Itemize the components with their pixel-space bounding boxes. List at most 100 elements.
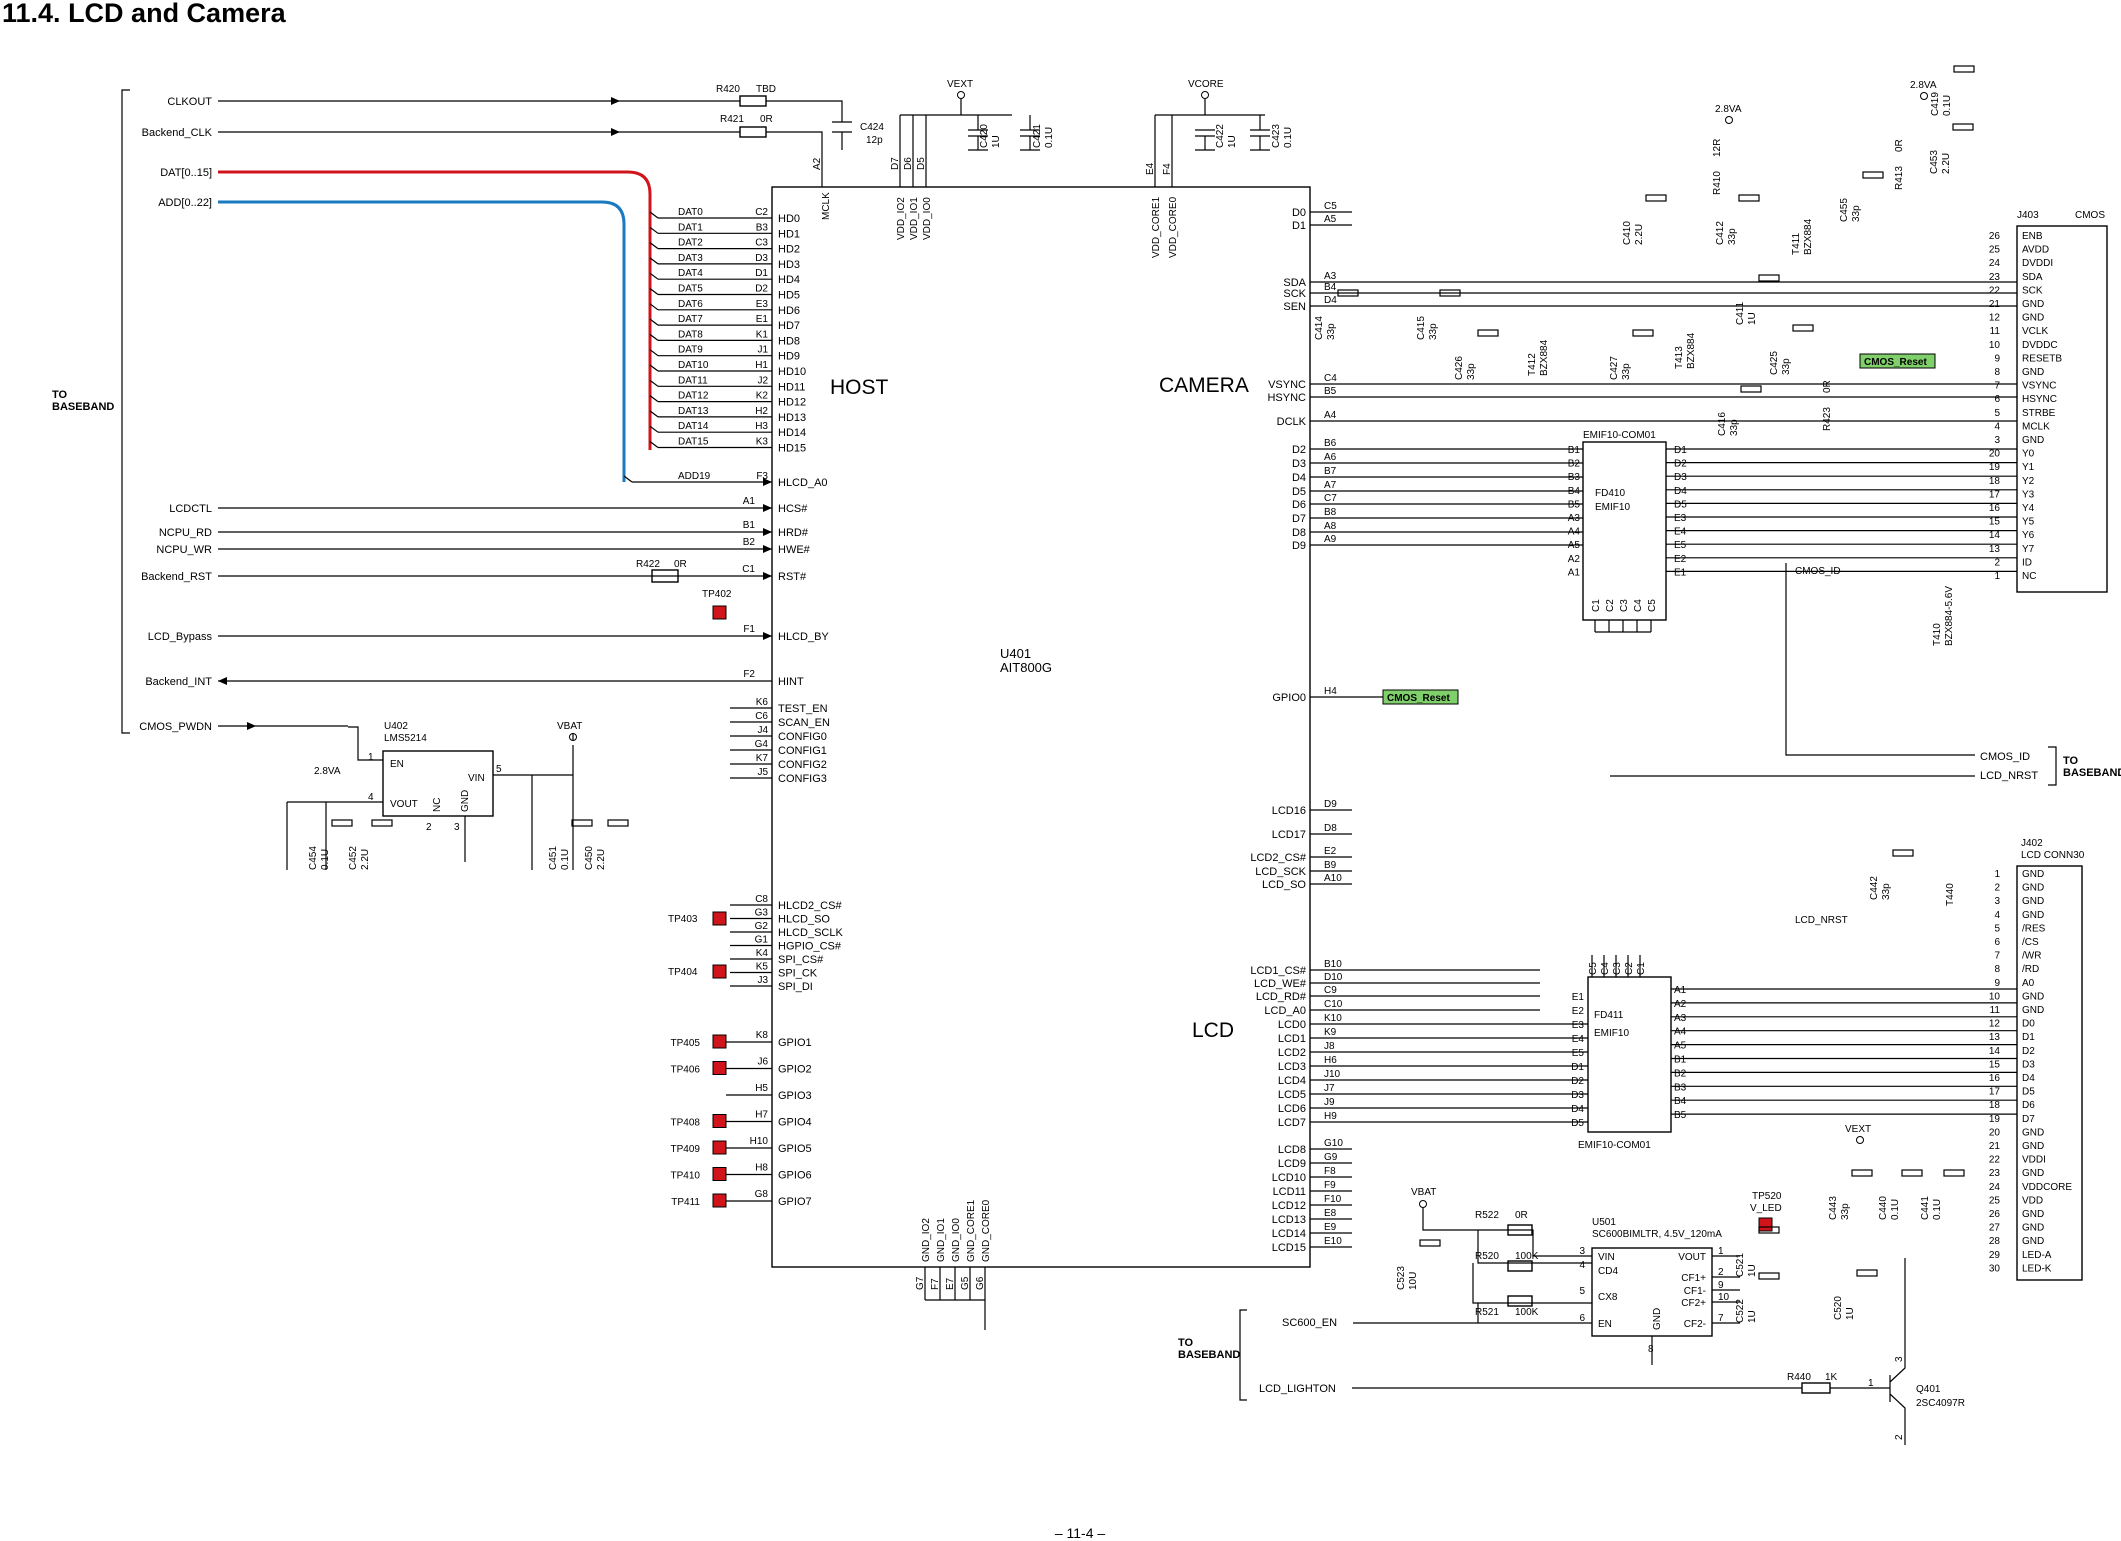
tp402-testpoint[interactable] xyxy=(712,605,727,620)
c427-ref: C427 xyxy=(1609,356,1620,380)
t413-ref: T413 xyxy=(1674,346,1685,369)
net-add19: ADD19 xyxy=(678,471,711,482)
ball-F3: F3 xyxy=(756,471,768,482)
fd410-r-D4: D4 xyxy=(1674,486,1687,497)
c522-ref: C522 xyxy=(1735,1299,1746,1323)
net-dat5: DAT5 xyxy=(678,284,703,295)
svg-text:NC: NC xyxy=(432,798,443,812)
j403-name-gnd: GND xyxy=(2022,313,2044,324)
ball-C2: C2 xyxy=(755,207,768,218)
pin-cam-d4: D4 xyxy=(1292,472,1306,484)
tp411-testpoint[interactable] xyxy=(712,1193,727,1208)
pin-hd1: HD1 xyxy=(778,228,800,240)
svg-text:FD411: FD411 xyxy=(1594,1010,1624,1021)
fd410-l-B2: B2 xyxy=(1568,459,1581,470)
j402-pin-4: 4 xyxy=(1994,910,2000,921)
ball-F10: F10 xyxy=(1324,1194,1342,1205)
r421-resistor: R421 0R xyxy=(720,114,773,138)
ball-D5: D5 xyxy=(916,157,927,170)
pin-lcd5: LCD5 xyxy=(1278,1089,1306,1101)
u501-pin-10: 10 xyxy=(1718,1292,1730,1303)
j402-name-gnd: GND xyxy=(2022,1168,2044,1179)
net-dat3: DAT3 xyxy=(678,253,703,264)
top-power-pins: A2MCLKD7VDD_IO2D6VDD_IO1D5VDD_IO0E4VDD_C… xyxy=(812,157,1179,258)
tp410-testpoint[interactable] xyxy=(712,1167,727,1181)
pin-gpio2: GPIO2 xyxy=(778,1064,812,1076)
fd410-r-E1: E1 xyxy=(1674,567,1687,578)
cmos-reset-tag-connector xyxy=(1859,353,1936,369)
power-node-2v8 xyxy=(1920,92,1928,100)
tp408-label: TP408 xyxy=(671,1118,701,1129)
tp520-testpoint[interactable] xyxy=(1758,1217,1773,1232)
tp404-testpoint[interactable] xyxy=(712,964,727,979)
fd410-l-B3: B3 xyxy=(1568,472,1581,483)
svg-text:EMIF10-COM01: EMIF10-COM01 xyxy=(1578,1140,1651,1151)
fd411-t-C2: C2 xyxy=(1624,962,1635,975)
c427-symbol xyxy=(1632,329,1654,337)
j402-name-d2: D2 xyxy=(2022,1046,2035,1057)
c451-ref: C451 xyxy=(548,846,559,870)
fd410-r-D5: D5 xyxy=(1674,499,1687,510)
pin-lcd15: LCD15 xyxy=(1272,1242,1306,1254)
j402-name--wr: /WR xyxy=(2022,951,2041,962)
t440-ref: T440 xyxy=(1945,883,1956,906)
j402-name-gnd: GND xyxy=(2022,896,2044,907)
pin-cam-dclk: DCLK xyxy=(1277,416,1307,428)
j403-name-strbe: STRBE xyxy=(2022,408,2056,419)
ball-C8: C8 xyxy=(755,894,768,905)
ball-B1: B1 xyxy=(743,520,756,531)
net-add-0-22-: ADD[0..22] xyxy=(158,197,212,209)
power-node-2v8 xyxy=(1725,116,1733,124)
u501-cf2-: CF2- xyxy=(1684,1319,1706,1330)
pin-lcd-a0: LCD_A0 xyxy=(1264,1005,1306,1017)
pin-gnd-core0: GND_CORE0 xyxy=(981,1199,992,1262)
pin-hd3: HD3 xyxy=(778,259,800,271)
r422-ref: R422 xyxy=(636,559,660,570)
net-dat15: DAT15 xyxy=(678,437,709,448)
tp403-testpoint[interactable] xyxy=(712,911,727,926)
c419-val: 0.1U xyxy=(1942,95,1953,116)
pin-lcd-sck: LCD_SCK xyxy=(1255,866,1306,878)
net-dat4: DAT4 xyxy=(678,268,703,279)
pin-cam-d5: D5 xyxy=(1292,486,1306,498)
ball-H5: H5 xyxy=(755,1083,768,1094)
page-title: 11.4. LCD and Camera xyxy=(2,0,287,28)
pin-rst-: RST# xyxy=(778,571,807,583)
u501-cx8: CX8 xyxy=(1598,1292,1618,1303)
c521-val: 1U xyxy=(1747,1264,1758,1277)
ball-H8: H8 xyxy=(755,1163,768,1174)
ball-E2: E2 xyxy=(1324,846,1337,857)
pin-lcd6: LCD6 xyxy=(1278,1103,1306,1115)
u501-led-driver: U501 SC600BIMLTR, 4.5V_120mA VIN3CD44CX8… xyxy=(1353,1187,1740,1365)
svg-text:EN: EN xyxy=(390,759,404,770)
tp406-testpoint[interactable] xyxy=(712,1061,727,1075)
net-dat10: DAT10 xyxy=(678,360,709,371)
pin-hd7: HD7 xyxy=(778,320,800,332)
j403-name-nc: NC xyxy=(2022,571,2036,582)
j402-pin-7: 7 xyxy=(1994,951,2000,962)
net-dat6: DAT6 xyxy=(678,299,703,310)
pin-hd8: HD8 xyxy=(778,335,800,347)
pin-hd12: HD12 xyxy=(778,397,806,409)
j403-pin-15: 15 xyxy=(1989,517,2001,528)
net-dat0: DAT0 xyxy=(678,207,703,218)
fd411-l-D1: D1 xyxy=(1571,1062,1584,1073)
j402-name-a0: A0 xyxy=(2022,978,2035,989)
pin-gpio3: GPIO3 xyxy=(778,1090,812,1102)
j403-pin-3: 3 xyxy=(1994,435,2000,446)
pin-lcd12: LCD12 xyxy=(1272,1200,1306,1212)
tp405-testpoint[interactable] xyxy=(712,1034,727,1049)
tp408-testpoint[interactable] xyxy=(712,1114,727,1128)
j403-pin-12: 12 xyxy=(1989,313,2001,324)
pin-lcd-we-: LCD_WE# xyxy=(1254,978,1307,990)
j402-pin-26: 26 xyxy=(1989,1209,2001,1220)
tp409-testpoint[interactable] xyxy=(712,1140,727,1155)
r413-val: 0R xyxy=(1894,139,1905,152)
j402-name-led-k: LED-K xyxy=(2022,1263,2052,1274)
ball-E10: E10 xyxy=(1324,1236,1342,1247)
fd411-r-B5: B5 xyxy=(1674,1110,1687,1121)
r410-val: 12R xyxy=(1712,139,1723,157)
pin-gnd-io2: GND_IO2 xyxy=(921,1218,932,1262)
